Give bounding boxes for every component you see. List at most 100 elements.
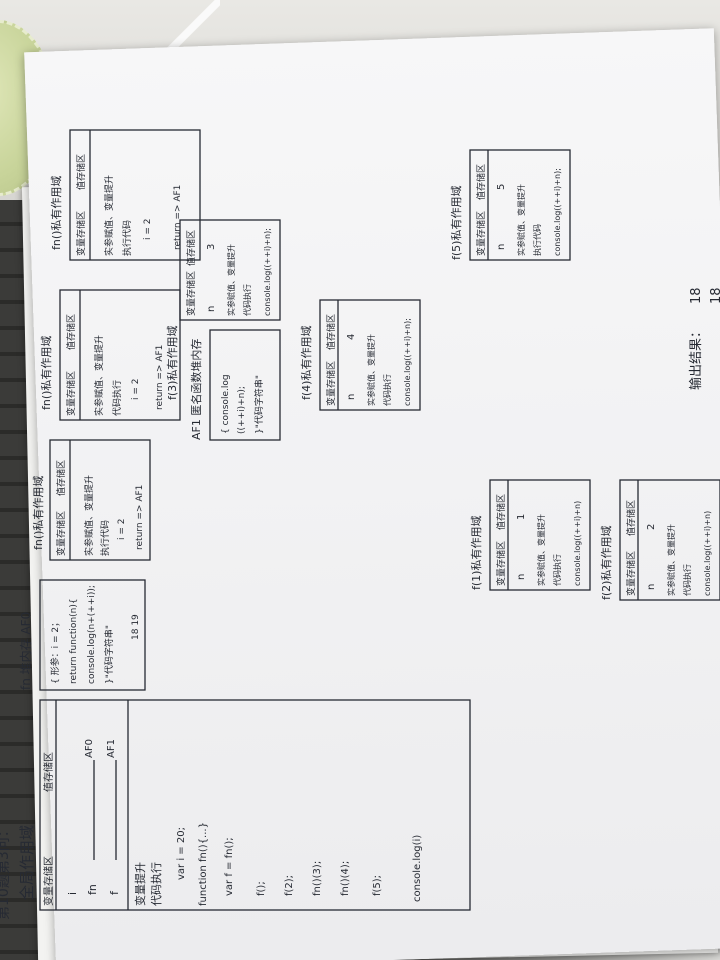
svg-text:{ console.log: { console.log (221, 374, 231, 434)
fn-heap-nums: 18 19 (131, 614, 141, 640)
svg-text:变量存储区: 变量存储区 (65, 371, 77, 416)
fn-scope-title: fn()私有作用域 (31, 476, 45, 550)
svg-text:return => AF1: return => AF1 (173, 185, 183, 250)
svg-text:变量存储区: 变量存储区 (475, 211, 487, 256)
svg-text:n: n (496, 244, 507, 250)
global-val-fn: AF0 (84, 739, 95, 758)
global-box-outline (39, 699, 471, 911)
svg-text:值存储区: 值存储区 (55, 460, 67, 496)
svg-text:代码执行: 代码执行 (382, 374, 392, 406)
svg-text:n: n (206, 306, 217, 312)
svg-text:执行代码: 执行代码 (121, 220, 133, 256)
heading: 第10题第3问： (0, 823, 12, 920)
svg-text:变量存储区: 变量存储区 (325, 361, 337, 406)
f1-scope: f(1)私有作用域 变量存储区 值存储区 n 1 实参赋值、变量提升 代码执行 … (469, 479, 591, 591)
svg-text:i = 2: i = 2 (143, 219, 153, 241)
svg-text:((++i)+n);: ((++i)+n); (237, 386, 247, 434)
global-scope: 全局作用域 变量存储区 值存储区 i fn f AF0 AF1 变量提升 代码执… (18, 699, 471, 911)
global-val-f: AF1 (106, 739, 117, 758)
global-code-0: var i = 20; (176, 827, 187, 880)
svg-text:console.log((++i)+n);: console.log((++i)+n); (553, 168, 562, 256)
svg-text:f(2)私有作用域: f(2)私有作用域 (599, 526, 613, 600)
svg-text:实参赋值、变量提升: 实参赋值、变量提升 (83, 475, 95, 556)
svg-text:4: 4 (346, 334, 357, 340)
svg-text:值存储区: 值存储区 (495, 494, 507, 530)
svg-text:实参赋值、变量提升: 实参赋值、变量提升 (226, 244, 236, 316)
svg-text:实参赋值、变量提升: 实参赋值、变量提升 (366, 334, 376, 406)
svg-text:变量存储区: 变量存储区 (75, 211, 87, 256)
global-title: 全局作用域 (18, 825, 36, 900)
fn-heap-line-2: console.log(n+(++i)); (87, 585, 97, 684)
global-code-8: console.log(i) (412, 835, 423, 902)
fn-heap-title: fn 堆内存 AF0 (19, 612, 33, 690)
svg-text:变量存储区: 变量存储区 (625, 551, 637, 596)
global-code-7: f(5); (372, 875, 383, 896)
output-block: 输出结果： 18 18 16 14 14 19 (688, 287, 720, 390)
fn-heap-line-0: { 形参：i = 2； (49, 618, 61, 684)
global-var-f: f (108, 890, 121, 895)
global-code-2: var f = fn(); (224, 837, 235, 896)
global-code-1: function fn(){...} (198, 822, 209, 906)
f3-scope-box: 变量存储区 值存储区 n 3 实参赋值、变量提升 代码执行 console.lo… (179, 219, 281, 321)
fn-scope-top: fn()私有作用域 变量存储区 值存储区 实参赋值、变量提升 执行代码 i = … (31, 439, 151, 561)
svg-text:return => AF1: return => AF1 (155, 345, 165, 410)
svg-text:console.log((++i)+n);: console.log((++i)+n); (403, 318, 412, 406)
svg-text:n: n (346, 394, 357, 400)
svg-text:n: n (516, 574, 527, 580)
svg-text:值存储区: 值存储区 (65, 314, 77, 350)
svg-text:fn()私有作用域: fn()私有作用域 (39, 336, 53, 410)
svg-text:执行代码: 执行代码 (99, 520, 111, 556)
svg-text:值存储区: 值存储区 (475, 164, 487, 200)
f3-scope: f(3)私有作用域 (165, 326, 179, 400)
svg-text:i = 2: i = 2 (131, 379, 141, 401)
svg-text:1: 1 (516, 514, 527, 520)
global-var-i: i (66, 892, 79, 895)
global-code-3: f(); (256, 881, 267, 896)
svg-text:5: 5 (496, 184, 507, 190)
fn-scope-right: fn()私有作用域 变量存储区 值存储区 实参赋值、变量提升 执行代码 i = … (49, 129, 201, 261)
svg-text:2: 2 (646, 524, 657, 530)
svg-text:变量存储区: 变量存储区 (55, 511, 67, 556)
fn-heap-line-1: return function(n){ (69, 598, 79, 684)
fn-heap-af0: fn 堆内存 AF0 { 形参：i = 2； return function(n… (19, 579, 146, 691)
fn-scope-middle: fn()私有作用域 变量存储区 值存储区 实参赋值、变量提升 代码执行 i = … (39, 289, 181, 421)
svg-text:实参赋值、变量提升: 实参赋值、变量提升 (666, 524, 676, 596)
global-code-6: fn()(4); (340, 861, 351, 896)
svg-text:实参赋值、变量提升: 实参赋值、变量提升 (516, 184, 526, 256)
svg-text:18: 18 (709, 287, 720, 304)
svg-text:代码执行: 代码执行 (682, 564, 692, 596)
svg-text:f(5)私有作用域: f(5)私有作用域 (449, 186, 463, 260)
svg-text:}"代码字符串": }"代码字符串" (253, 375, 265, 434)
svg-text:console.log((++i)+n);: console.log((++i)+n); (263, 228, 272, 316)
svg-text:i = 2: i = 2 (117, 519, 127, 541)
svg-text:AF1 匿名函数堆内存: AF1 匿名函数堆内存 (189, 339, 203, 440)
svg-text:代码执行: 代码执行 (552, 554, 562, 586)
svg-text:变量存储区: 变量存储区 (495, 541, 507, 586)
global-col-val: 值存储区 (42, 752, 55, 792)
output-label: 输出结果： (688, 325, 704, 390)
global-var-fn: fn (86, 884, 99, 895)
svg-text:console.log((++i)+n): console.log((++i)+n) (703, 511, 712, 596)
svg-text:18: 18 (689, 287, 704, 304)
svg-text:f(1)私有作用域: f(1)私有作用域 (469, 516, 483, 590)
svg-text:console.log((++i)+n): console.log((++i)+n) (573, 501, 582, 586)
svg-text:值存储区: 值存储区 (325, 314, 337, 350)
global-col-var: 变量存储区 (42, 856, 55, 906)
svg-text:代码执行: 代码执行 (242, 284, 252, 316)
f5-scope: f(5)私有作用域 变量存储区 值存储区 n 5 实参赋值、变量提升 执行代码 … (449, 149, 571, 261)
af1-heap: AF1 匿名函数堆内存 { console.log ((++i)+n); }"代… (189, 329, 281, 441)
svg-text:return => AF1: return => AF1 (135, 485, 145, 550)
global-code-5: fn()(3); (312, 861, 323, 896)
svg-text:f(3)私有作用域: f(3)私有作用域 (165, 326, 179, 400)
svg-text:值存储区: 值存储区 (625, 500, 637, 536)
svg-text:实参赋值、变量提升: 实参赋值、变量提升 (536, 514, 546, 586)
svg-text:实参赋值、变量提升: 实参赋值、变量提升 (103, 175, 115, 256)
svg-text:变量存储区: 变量存储区 (185, 271, 197, 316)
svg-text:实参赋值、变量提升: 实参赋值、变量提升 (93, 335, 105, 416)
global-hoist: 变量提升 (133, 862, 147, 906)
fn-heap-line-3: }"代码字符串" (103, 625, 115, 684)
f4-scope: f(4)私有作用域 变量存储区 值存储区 n 4 实参赋值、变量提升 代码执行 … (299, 299, 421, 411)
svg-text:3: 3 (206, 244, 217, 250)
